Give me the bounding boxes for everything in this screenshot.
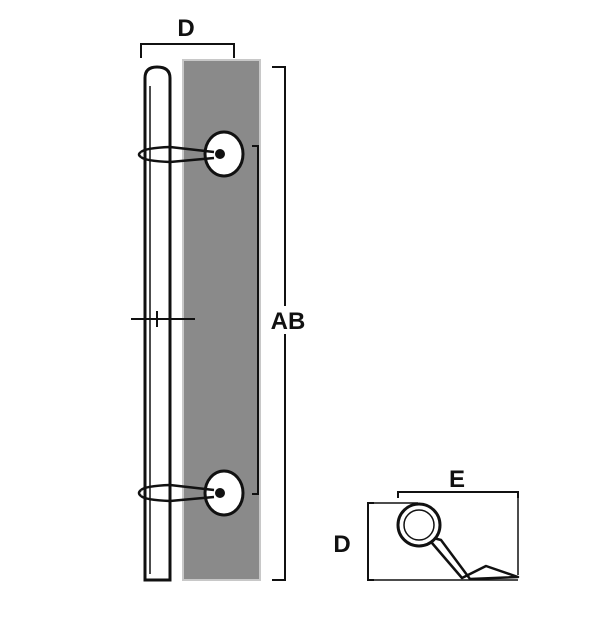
top-width-label: D bbox=[177, 15, 194, 42]
bottom-standoff bbox=[137, 469, 245, 517]
center-mark bbox=[131, 311, 195, 327]
height-label: AB bbox=[271, 308, 306, 335]
height-dimension: AB bbox=[265, 66, 311, 581]
top-standoff bbox=[137, 130, 245, 178]
fixing-centers-bracket bbox=[252, 145, 259, 495]
top-width-dimension: D bbox=[140, 15, 235, 58]
side-width-label: E bbox=[449, 466, 465, 493]
side-depth-label: D bbox=[333, 531, 350, 558]
side-view: E D bbox=[333, 466, 520, 581]
